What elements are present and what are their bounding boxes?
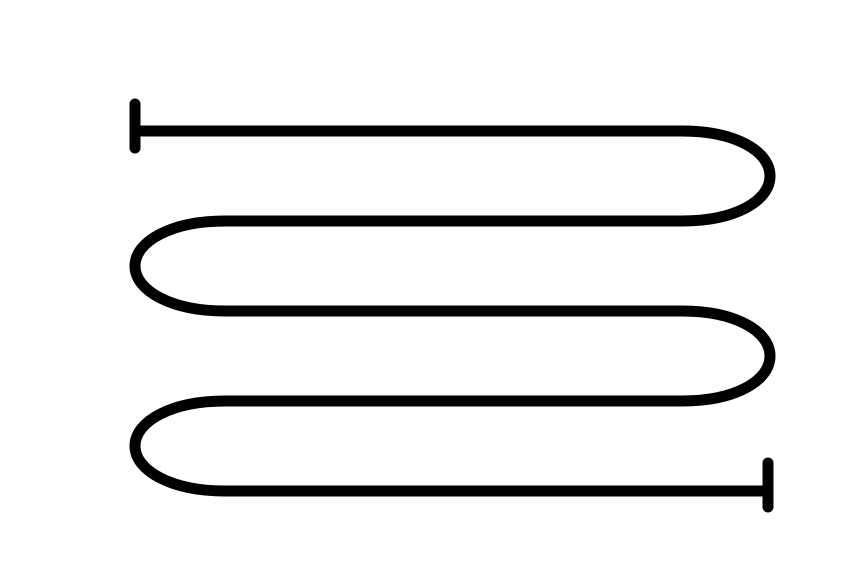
serpentine-path	[129, 125, 776, 497]
